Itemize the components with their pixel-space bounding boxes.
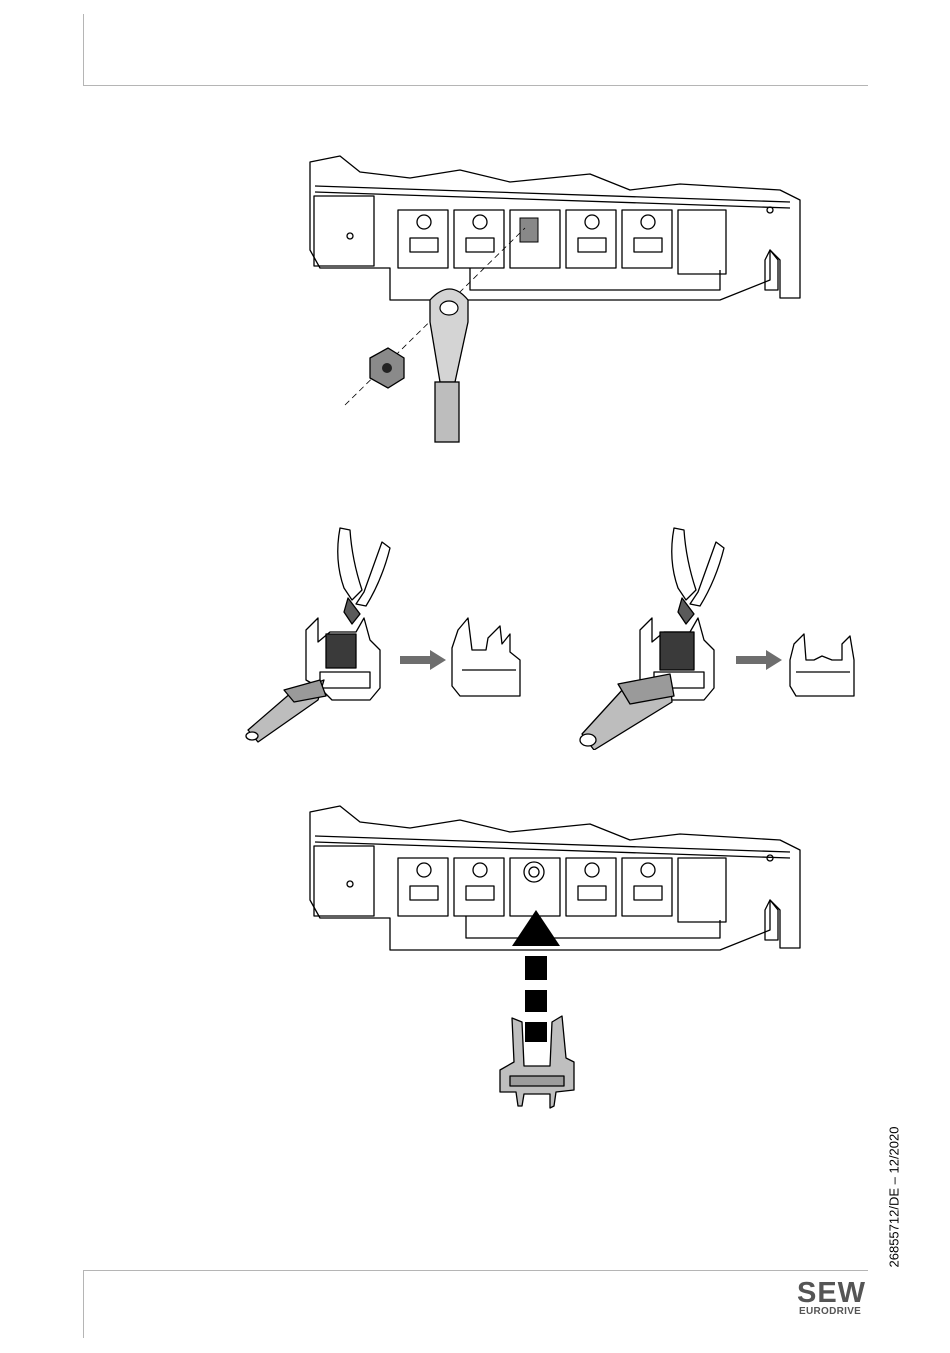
logo-main-text: SEW: [797, 1278, 866, 1308]
header-rule-vertical: [83, 14, 84, 86]
footer-rule-vertical: [83, 1270, 84, 1338]
header-rule-horizontal: [83, 85, 868, 86]
busbar-nut-mount-figure: [300, 150, 810, 450]
footer-rule-horizontal: [83, 1270, 868, 1271]
cut-clamp-left-figure: [240, 520, 540, 750]
document-code: 26855712/DE – 12/2020: [880, 1072, 908, 1322]
cut-clamp-right-figure: [574, 520, 874, 750]
logo-sub-text: EURODRIVE: [799, 1306, 861, 1318]
busbar-insert-clamp-figure: [300, 800, 810, 1110]
document-code-text: 26855712/DE – 12/2020: [887, 1127, 902, 1268]
sew-eurodrive-logo: SEW EURODRIVE: [797, 1284, 869, 1318]
